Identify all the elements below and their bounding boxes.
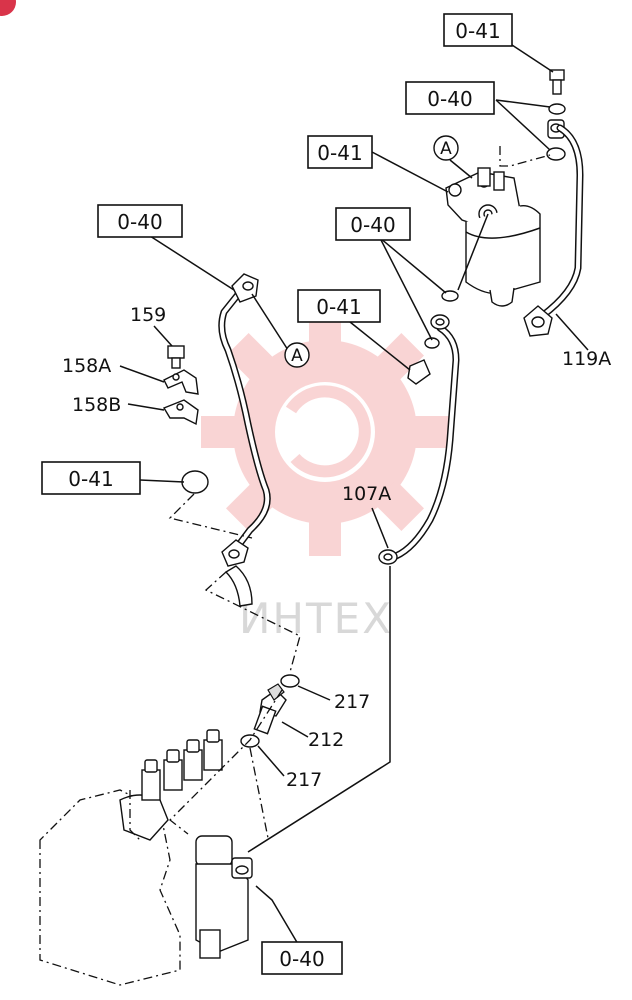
ref-box-outlet-bolt: 0-41 xyxy=(297,289,381,323)
part-label-158a: 158A xyxy=(62,355,111,377)
part-label-119a: 119A xyxy=(562,348,611,370)
svg-text:0-40: 0-40 xyxy=(350,213,395,237)
corner-logo-icon xyxy=(0,0,16,16)
svg-text:0-41: 0-41 xyxy=(317,141,362,165)
svg-text:A: A xyxy=(440,139,452,159)
left-pipe-fittings xyxy=(221,273,259,607)
ref-box-filter-top-bolt: 0-41 xyxy=(443,13,513,47)
watermark-text: ИНТЕХ xyxy=(239,594,393,643)
svg-text:0-40: 0-40 xyxy=(117,210,162,234)
part-label-107a: 107A xyxy=(342,483,391,505)
ref-box-filter-bracket: 0-41 xyxy=(307,135,373,169)
clamp-158a xyxy=(163,369,199,395)
leader-lines xyxy=(119,44,589,945)
svg-text:0-40: 0-40 xyxy=(427,87,472,111)
part-label-217-upper: 217 xyxy=(334,691,370,713)
part-label-217-lower: 217 xyxy=(286,769,322,791)
pipe-119a-fitting xyxy=(523,305,553,337)
part-label-212: 212 xyxy=(308,729,344,751)
injection-pump xyxy=(39,729,253,986)
valve-212 xyxy=(253,683,287,735)
ref-box-bottom-washer: 0-40 xyxy=(261,941,343,975)
svg-text:0-41: 0-41 xyxy=(68,467,113,491)
ref-box-left-plug: 0-41 xyxy=(41,461,141,495)
washer-217-lower xyxy=(240,734,260,748)
watermark-gear-icon xyxy=(201,308,449,556)
washer-217-upper xyxy=(280,674,300,688)
svg-text:0-41: 0-41 xyxy=(455,19,500,43)
clamp-158b xyxy=(162,399,199,426)
ref-box-left-pipe-washer: 0-40 xyxy=(97,204,183,238)
connection-marker-a-pipe: A xyxy=(284,342,310,368)
plug-left xyxy=(181,470,209,494)
clamp-bolt-159 xyxy=(167,345,185,369)
fuel-filter xyxy=(445,69,566,307)
svg-text:A: A xyxy=(291,346,303,366)
part-label-159: 159 xyxy=(130,304,166,326)
connection-marker-a-filter: A xyxy=(433,135,459,161)
ref-box-filter-washers: 0-40 xyxy=(405,81,495,115)
pipe-107a-fittings xyxy=(378,290,459,565)
svg-text:0-40: 0-40 xyxy=(279,947,324,971)
part-label-158b: 158B xyxy=(72,394,121,416)
ref-box-outlet-washers: 0-40 xyxy=(335,207,411,241)
svg-text:0-41: 0-41 xyxy=(316,295,361,319)
